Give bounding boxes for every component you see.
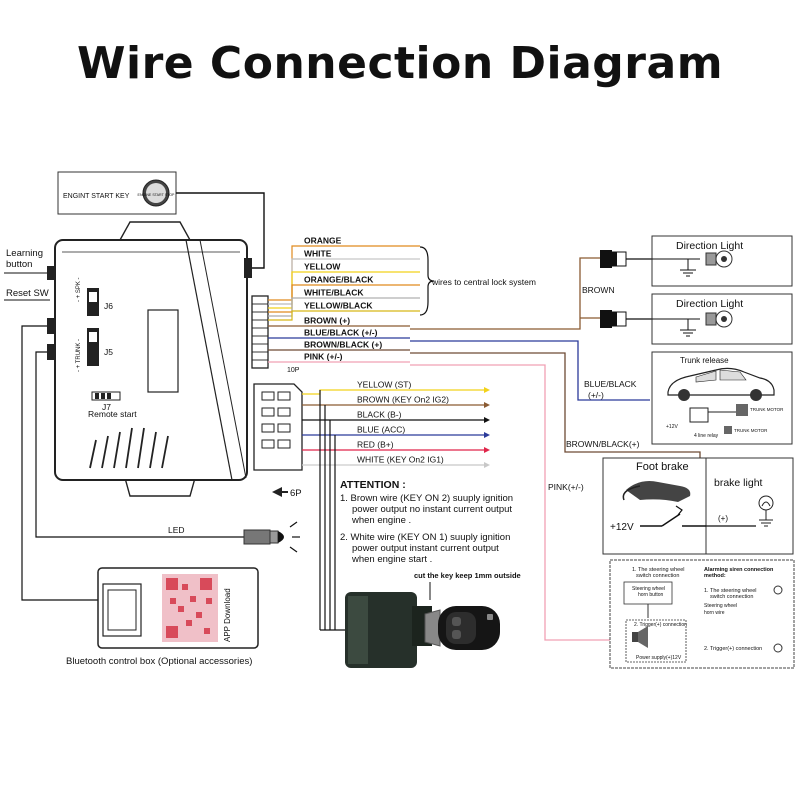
trunk-release-title: Trunk release — [680, 356, 729, 365]
horn-wire-2: horn wire — [704, 610, 725, 616]
attention-line-1a: 1. Brown wire (KEY ON 2) suuply ignition — [340, 493, 513, 504]
engine-start-key-box: ENGINT START KEY ENGINE START STOP — [57, 171, 265, 269]
trunk-label: - + TRUNK - — [76, 339, 82, 372]
horn-wire-1: Steering wheel — [704, 603, 737, 609]
attention-line-2b: power output instant current output — [352, 543, 499, 554]
reset-switch — [47, 318, 55, 334]
trunk-12v-label: +12V — [666, 424, 678, 430]
attention-title: ATTENTION : — [340, 479, 406, 491]
trunk-release-panel: Trunk release TRUNK MOTOR +12V 4 line re… — [651, 351, 793, 445]
app-download-label: APP Download — [223, 588, 232, 642]
top-wire-label: WHITE/BLACK — [304, 288, 364, 298]
ignition-wire-label: BLUE (ACC) — [357, 425, 405, 435]
central-lock-label: wires to central lock system — [431, 277, 536, 287]
j6-label: J6 — [104, 301, 113, 311]
brake-plus-label: (+) — [718, 514, 728, 523]
reset-sw-label: Reset SW — [6, 288, 49, 299]
connector-6p-label: 6P — [290, 488, 302, 499]
start-stop-button-text: ENGINE START STOP — [138, 193, 175, 197]
bluetooth-control-box: APP Download Bluetooth control box (Opti… — [21, 325, 259, 667]
main-control-module: J6 - + SPK - J5 - + TRUNK - J7 Remote st… — [54, 221, 303, 499]
ignition-wire-label: WHITE (KEY On2 IG1) — [357, 455, 444, 465]
spk-label: - + SPK - — [76, 277, 82, 302]
engine-start-key-label: ENGINT START KEY — [63, 193, 130, 200]
alarm-left-title-1: 1. The steering wheel — [632, 567, 685, 573]
wire-bundle-10p — [268, 245, 300, 363]
ignition-wire-arrow — [484, 447, 490, 453]
direction-light-1-label: Direction Light — [676, 240, 743, 252]
foot-brake-title: Foot brake — [636, 461, 689, 473]
connector-10p-label: 10P — [287, 367, 300, 374]
horn-button-2: horn button — [638, 592, 664, 598]
alarm-right-title-2: method: — [704, 573, 726, 579]
horn-button-1: Steering wheel — [632, 586, 665, 592]
attention-line-1c: when engine . — [351, 515, 411, 526]
brown-black-wire-label: BROWN/BLACK(+) — [566, 439, 640, 449]
ignition-wire-arrow — [484, 462, 490, 468]
alarm-option-1-line-2: switch connection — [710, 594, 753, 600]
blue-black-wire-label: BLUE/BLACK — [584, 379, 637, 389]
ignition-wire-label: RED (B+) — [357, 440, 394, 450]
remote-start-label: Remote start — [88, 409, 137, 419]
trigger-label: 2. Trigger(+) connection — [634, 622, 687, 628]
alarm-left-title-2: switch connection — [636, 573, 679, 579]
attention-line-2a: 2. White wire (KEY ON 1) suuply ignition — [340, 532, 510, 543]
top-wire-label: PINK (+/-) — [304, 352, 343, 362]
page-title: Wire Connection Diagram — [76, 38, 724, 89]
direction-light-1: Direction Light — [600, 235, 793, 287]
top-wire-label: YELLOW — [304, 262, 341, 272]
ignition-wire-label: YELLOW (ST) — [357, 380, 411, 390]
power-supply-label: Power supply(+)12V — [636, 655, 682, 661]
ignition-wire-arrow — [484, 432, 490, 438]
button-label: button — [6, 259, 32, 270]
pink-wire-label: PINK(+/-) — [548, 482, 584, 492]
blue-black-polarity-label: (+/-) — [588, 390, 604, 400]
bluetooth-label: Bluetooth control box (Optional accessor… — [66, 656, 252, 667]
ignition-key-cylinder: cut the key keep 1mm outside — [345, 571, 521, 668]
trunk-motor-2-label: TRUNK MOTOR — [734, 428, 768, 433]
top-wire-label: YELLOW/BLACK — [304, 301, 373, 311]
top-wire-label: BLUE/BLACK (+/-) — [304, 328, 378, 338]
attention-line-1b: power output no instant current output — [352, 504, 512, 515]
alarm-option-2: 2. Trigger(+) connection — [704, 646, 762, 652]
top-wire-label: BROWN (+) — [304, 316, 350, 326]
top-wire-label: ORANGE/BLACK — [304, 275, 374, 285]
attention-line-2c: when engine start . — [351, 554, 432, 565]
top-wire-label: WHITE — [304, 249, 332, 259]
key-cut-label: cut the key keep 1mm outside — [414, 571, 521, 580]
ignition-wire-lines: YELLOW (ST) BROWN (KEY On2 IG2) BLACK (B-)… — [350, 380, 490, 468]
top-wire-label: ORANGE — [304, 236, 342, 246]
alarm-option-1-line-1: 1. The steering wheel — [704, 588, 757, 594]
trunk-motor-label: TRUNK MOTOR — [750, 407, 784, 412]
foot-brake-12v-label: +12V — [610, 522, 634, 533]
learning-button — [47, 266, 55, 280]
direction-light-2: Direction Light — [600, 293, 793, 345]
led-port — [47, 344, 55, 360]
alarm-siren-panel: 1. The steering wheel switch connection … — [609, 559, 795, 669]
led-label: LED — [168, 525, 185, 535]
foot-brake-panel: Foot brake +12V brake light (+) — [602, 457, 794, 555]
top-wire-lines: ORANGE WHITE YELLOW ORANGE/BLACK WHITE/BLACK… — [300, 236, 420, 363]
ignition-wire-label: BLACK (B-) — [357, 410, 402, 420]
alarm-right-title-1: Alarming siren connection — [704, 567, 774, 573]
ignition-wire-arrow — [484, 417, 490, 423]
trunk-relay-label: 4 line relay — [694, 433, 719, 439]
brown-wire-label: BROWN — [582, 285, 615, 295]
j5-label: J5 — [104, 347, 113, 357]
ignition-wire-arrow — [484, 387, 490, 393]
ignition-wire-arrow — [484, 402, 490, 408]
j7-label: J7 — [102, 402, 111, 412]
top-wire-label: BROWN/BLACK (+) — [304, 340, 382, 350]
wire-bundle-6p — [302, 389, 350, 631]
attention-note: ATTENTION : 1. Brown wire (KEY ON 2) suu… — [340, 479, 513, 565]
direction-light-2-label: Direction Light — [676, 298, 743, 310]
learning-label: Learning — [6, 248, 43, 259]
ignition-wire-label: BROWN (KEY On2 IG2) — [357, 395, 449, 405]
brake-light-label: brake light — [714, 477, 763, 489]
led-indicator: LED — [35, 351, 300, 553]
